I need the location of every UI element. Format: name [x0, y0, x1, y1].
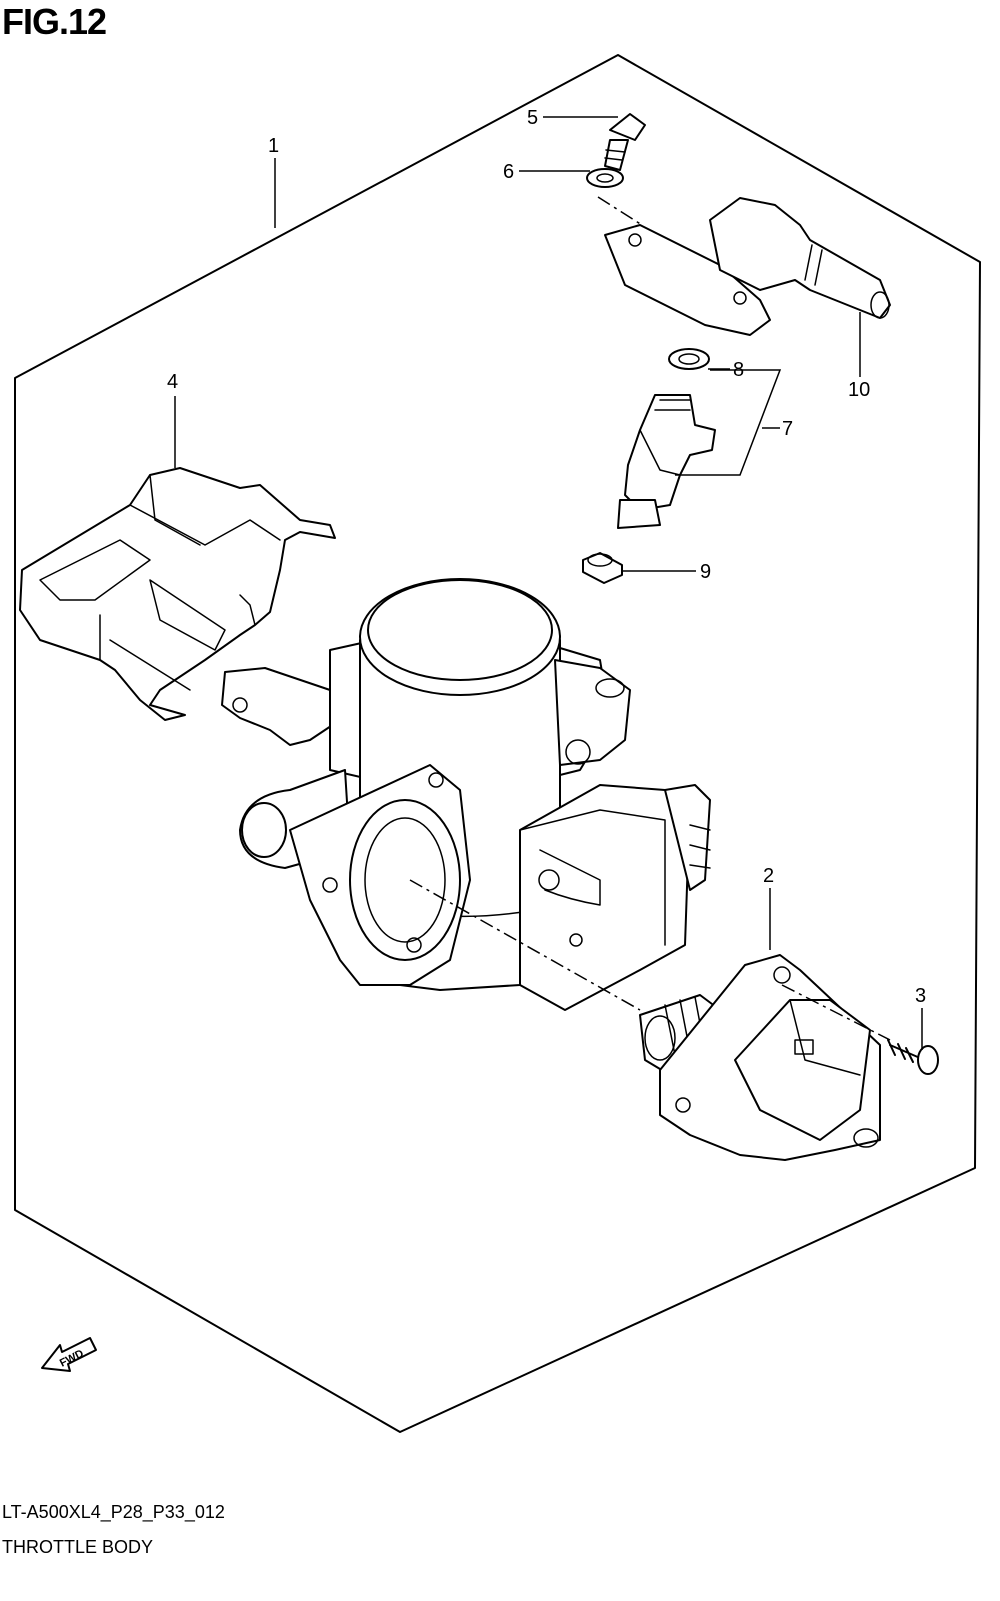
callout-9: 9	[700, 561, 711, 583]
idle-speed-control-valve-part	[639, 954, 881, 1161]
assembly-boundary	[14, 54, 981, 1433]
throttle-body-main	[221, 578, 711, 1011]
callout-3: 3	[915, 985, 926, 1007]
fuel-delivery-pipe-part	[604, 197, 891, 336]
seal-part-9	[582, 552, 623, 584]
callout-7: 7	[782, 418, 793, 440]
washer-part-6	[586, 168, 624, 188]
cable-bracket-part	[19, 467, 336, 721]
o-ring-part-8	[668, 348, 710, 370]
callout-5: 5	[527, 107, 538, 129]
callout-6: 6	[503, 161, 514, 183]
fuel-injector-part	[617, 394, 716, 529]
bolt-part-5	[604, 113, 646, 171]
screw-part-3	[887, 1039, 939, 1075]
fwd-arrow-icon: FWD	[41, 1337, 97, 1372]
leader-line-7	[675, 369, 782, 476]
callout-4: 4	[167, 371, 178, 393]
callout-10: 10	[848, 379, 870, 401]
callout-1: 1	[268, 135, 279, 157]
callout-2: 2	[763, 865, 774, 887]
figure-title: FIG.12	[2, 1, 107, 42]
diagram-name: THROTTLE BODY	[2, 1537, 154, 1557]
diagram-code: LT-A500XL4_P28_P33_012	[2, 1502, 225, 1522]
callout-8: 8	[733, 359, 744, 381]
